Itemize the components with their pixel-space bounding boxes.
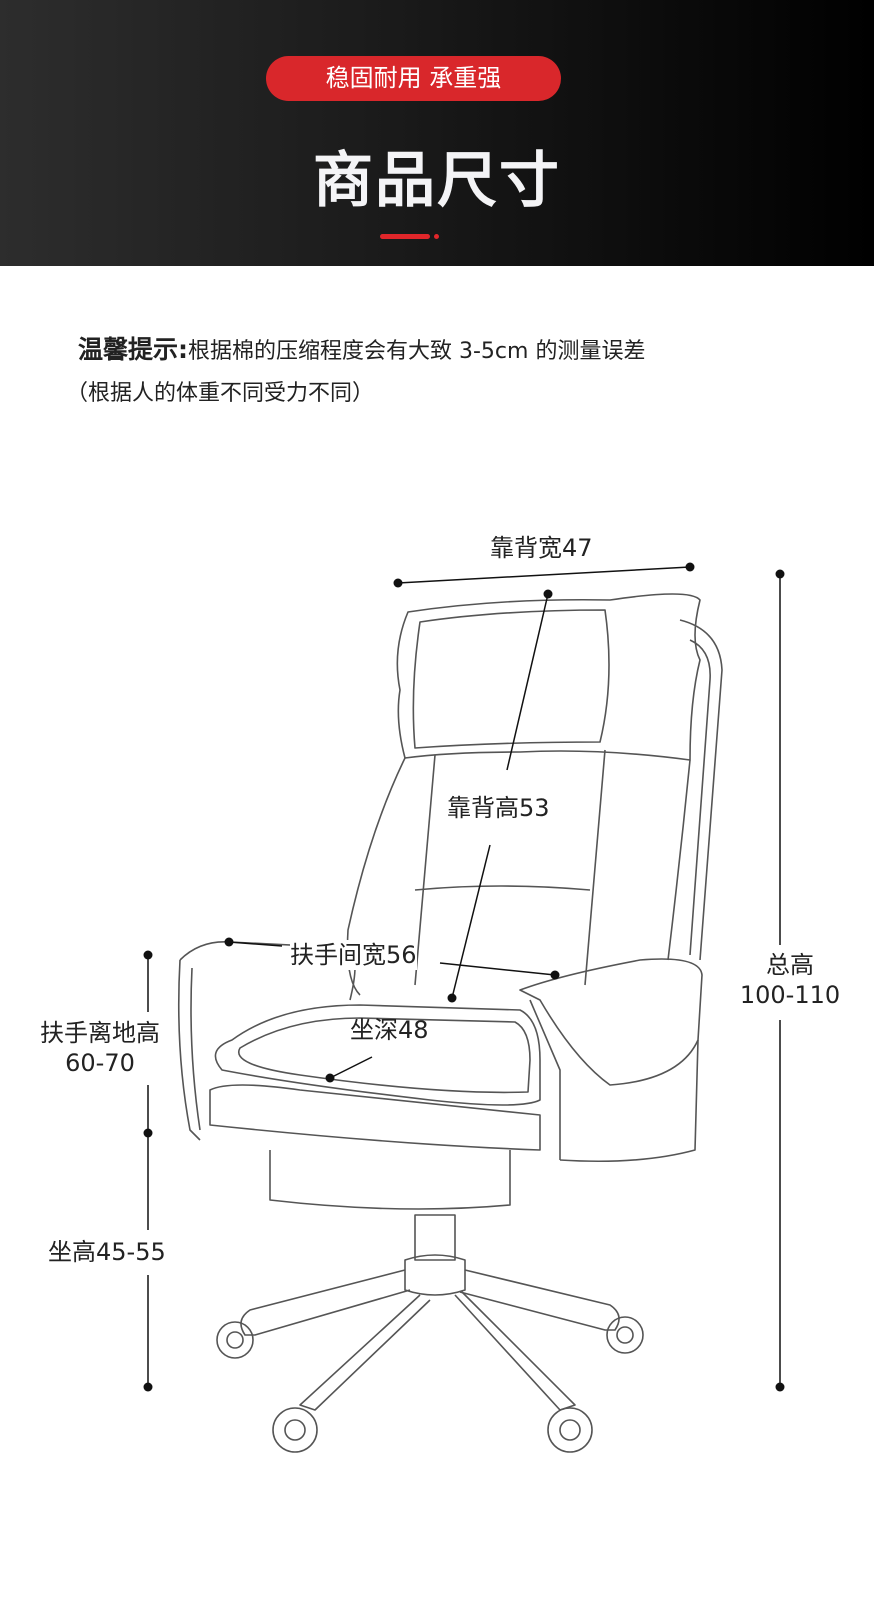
tip-text: 根据棉的压缩程度会有大致 3-5cm 的测量误差	[188, 339, 646, 364]
armrest-height-label: 扶手离地高	[25, 1018, 175, 1048]
armrest-gap-label: 扶手间宽56	[290, 940, 417, 970]
back-width-label: 靠背宽47	[490, 533, 593, 563]
page-title: 商品尺寸	[313, 146, 561, 216]
tip-line-1: 温馨提示:根据棉的压缩程度会有大致 3-5cm 的测量误差	[78, 330, 645, 366]
seat-depth-label: 坐深48	[350, 1016, 429, 1044]
armrest-height-value: 60-70	[45, 1048, 155, 1078]
tip-label: 温馨提示:	[78, 335, 188, 364]
total-height-label: 总高	[740, 950, 840, 980]
title-underline-dot	[434, 234, 439, 239]
total-height-value: 100-110	[735, 980, 845, 1010]
title-underline	[380, 234, 430, 239]
tip-line-2: （根据人的体重不同受力不同）	[66, 381, 375, 406]
dimension-lines	[147, 566, 781, 1387]
chair-outline	[177, 593, 723, 1453]
back-height-label: 靠背高53	[447, 793, 550, 823]
seat-height-label: 坐高45-55	[48, 1237, 166, 1267]
feature-badge: 稳固耐用 承重强	[266, 56, 561, 101]
dimension-dots	[143, 562, 785, 1392]
header-banner: 稳固耐用 承重强 商品尺寸	[0, 0, 874, 266]
